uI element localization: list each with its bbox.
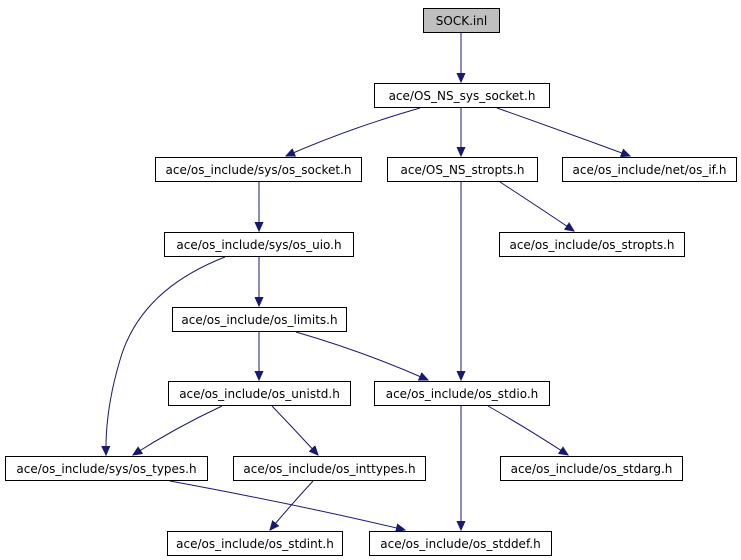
node-stdint[interactable]: ace/os_include/os_stdint.h: [167, 531, 343, 556]
node-stddef[interactable]: ace/os_include/os_stddef.h: [369, 531, 552, 556]
node-label: ace/os_include/os_stdarg.h: [510, 461, 673, 476]
node-label: ace/os_include/sys/os_types.h: [16, 461, 197, 476]
edge-unistd-to-inttypes: [271, 405, 318, 455]
edge-ns_sys_socket-to-net_if: [496, 107, 630, 156]
graph-edges: [106, 33, 630, 530]
node-label: ace/OS_NS_sys_socket.h: [388, 88, 536, 103]
node-label: ace/os_include/os_limits.h: [181, 312, 338, 327]
node-label: ace/os_include/os_stdio.h: [385, 386, 539, 401]
edge-ns_stropts-to-stropts: [499, 181, 574, 231]
node-label: SOCK.inl: [435, 13, 488, 28]
node-stropts[interactable]: ace/os_include/os_stropts.h: [499, 232, 685, 257]
edge-stdio-to-stdarg: [487, 405, 568, 455]
edge-inttypes-to-stdint: [270, 480, 314, 530]
node-sock: SOCK.inl: [423, 8, 500, 33]
node-label: ace/os_include/sys/os_socket.h: [165, 162, 352, 177]
edge-limits-to-stdio: [295, 331, 428, 380]
node-sys-types[interactable]: ace/os_include/sys/os_types.h: [5, 456, 208, 481]
node-label: ace/os_include/os_inttypes.h: [243, 461, 416, 476]
node-label: ace/os_include/os_unistd.h: [179, 386, 340, 401]
node-label: ace/os_include/os_stropts.h: [509, 237, 675, 252]
edge-unistd-to-sys_types: [133, 405, 223, 455]
node-unistd[interactable]: ace/os_include/os_unistd.h: [168, 381, 351, 406]
node-label: ace/OS_NS_stropts.h: [400, 162, 525, 177]
edge-ns_sys_socket-to-sys_socket: [286, 107, 421, 156]
edge-sys_types-to-stddef: [169, 480, 405, 530]
node-label: ace/os_include/sys/os_uio.h: [176, 237, 342, 252]
node-limits[interactable]: ace/os_include/os_limits.h: [172, 307, 347, 332]
node-stdio[interactable]: ace/os_include/os_stdio.h: [374, 381, 550, 406]
edge-sys_uio-to-sys_types: [106, 256, 226, 455]
node-net-if[interactable]: ace/os_include/net/os_if.h: [562, 157, 737, 182]
node-sys-uio[interactable]: ace/os_include/sys/os_uio.h: [164, 232, 354, 257]
node-label: ace/os_include/os_stdint.h: [176, 536, 334, 551]
node-sys-socket[interactable]: ace/os_include/sys/os_socket.h: [155, 157, 362, 182]
node-label: ace/os_include/net/os_if.h: [572, 162, 727, 177]
node-stdarg[interactable]: ace/os_include/os_stdarg.h: [500, 456, 683, 481]
node-label: ace/os_include/os_stddef.h: [380, 536, 541, 551]
node-ns-stropts[interactable]: ace/OS_NS_stropts.h: [387, 157, 538, 182]
node-ns-sys-socket[interactable]: ace/OS_NS_sys_socket.h: [374, 83, 550, 108]
node-inttypes[interactable]: ace/os_include/os_inttypes.h: [233, 456, 426, 481]
